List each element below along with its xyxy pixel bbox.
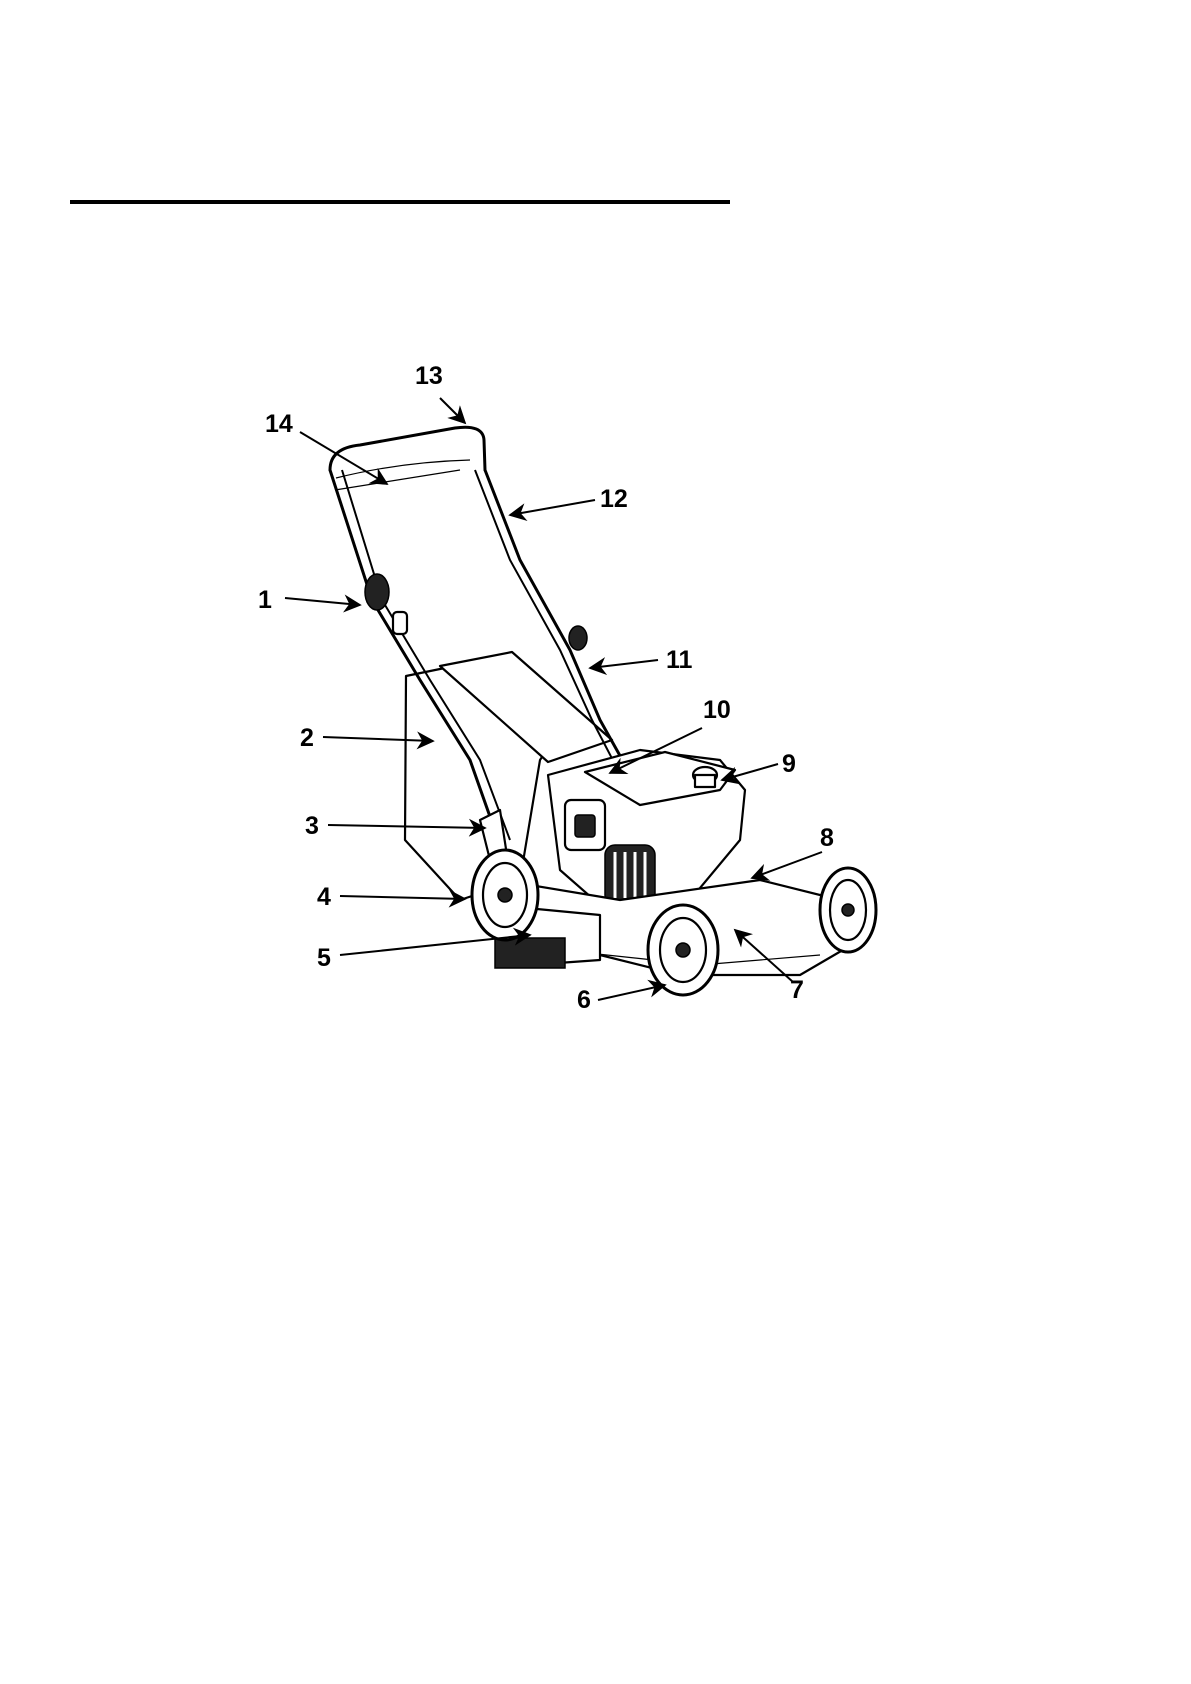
fuel-cap-neck (695, 775, 715, 787)
discharge-flap (495, 938, 565, 968)
callout-1: 1 (258, 586, 272, 614)
arrow-8 (752, 852, 822, 878)
arrow-6 (598, 985, 665, 1000)
front-left-wheel (648, 905, 718, 995)
callout-2: 2 (300, 724, 314, 752)
callout-10: 10 (703, 696, 731, 724)
handle-knob-left (365, 574, 389, 610)
callout-13: 13 (415, 362, 443, 390)
callout-3: 3 (305, 812, 319, 840)
arrow-4 (340, 896, 465, 899)
callout-4: 4 (317, 883, 331, 911)
callout-12: 12 (600, 485, 628, 513)
arrow-13 (440, 398, 465, 423)
front-right-wheel (820, 868, 876, 952)
callout-7: 7 (790, 976, 804, 1004)
arrow-1 (285, 598, 360, 605)
callout-8: 8 (820, 824, 834, 852)
handle-knob-right (569, 626, 587, 650)
arrow-11 (590, 660, 658, 668)
callout-5: 5 (317, 944, 331, 972)
arrow-12 (510, 500, 595, 515)
rear-left-wheel (472, 850, 538, 940)
callout-11: 11 (666, 646, 693, 674)
air-filter-inner (575, 815, 595, 837)
callout-9: 9 (782, 750, 796, 778)
height-clip (393, 612, 407, 634)
callout-6: 6 (577, 986, 591, 1014)
callout-14: 14 (265, 410, 293, 438)
